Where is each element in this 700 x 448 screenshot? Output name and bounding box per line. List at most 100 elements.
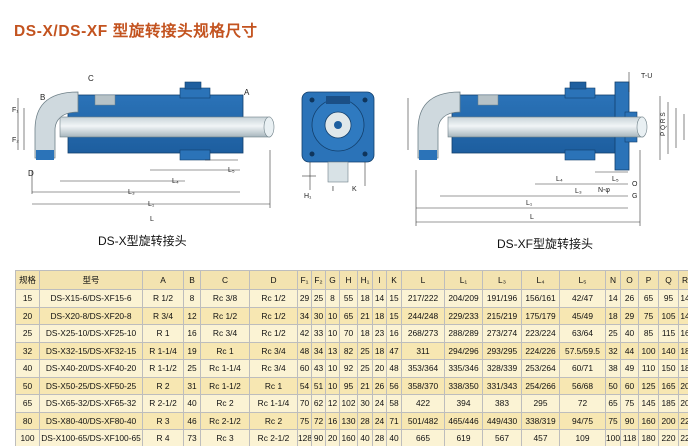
column-header: N bbox=[605, 270, 621, 290]
table-cell: Rc 1-1/4 bbox=[200, 359, 250, 378]
table-cell: 449/430 bbox=[482, 411, 522, 430]
table-cell: 18 bbox=[372, 341, 387, 360]
table-cell: 25 bbox=[357, 359, 373, 378]
table-cell: 223/224 bbox=[521, 324, 560, 343]
table-cell: 28 bbox=[372, 429, 387, 446]
table-cell: 55 bbox=[339, 289, 358, 308]
table-cell: 10 bbox=[325, 324, 340, 343]
table-cell: 38 bbox=[605, 359, 621, 378]
label-l: L bbox=[150, 216, 154, 223]
caption-ds-x: DS-X型旋转接头 bbox=[98, 234, 187, 248]
table-cell: 457 bbox=[521, 429, 560, 446]
table-cell: 358/370 bbox=[401, 376, 445, 395]
label-l1: L₁ bbox=[148, 201, 155, 208]
table-cell: 75 bbox=[638, 306, 659, 325]
table-cell: 110 bbox=[638, 359, 659, 378]
table-cell: 118 bbox=[620, 429, 639, 446]
table-cell: 33 bbox=[311, 324, 326, 343]
table-cell: DS-X50-25/DS-XF50-25 bbox=[39, 376, 143, 395]
spec-table-container: 规格型号ABCDF₁F₂GHH₁IKLL₁L₃L₄L₅NOPQRSTU 15DS… bbox=[15, 270, 688, 446]
label-b: B bbox=[40, 93, 45, 102]
table-cell: 30 bbox=[357, 394, 373, 413]
table-cell: 32 bbox=[15, 341, 40, 360]
label-l4: L₄ bbox=[172, 178, 179, 185]
table-cell: 156/161 bbox=[521, 289, 560, 308]
table-cell: 29 bbox=[620, 306, 639, 325]
table-cell: 18 bbox=[357, 324, 373, 343]
table-cell: 567 bbox=[482, 429, 522, 446]
table-cell: 15 bbox=[386, 306, 402, 325]
table-cell: 57.5/59.5 bbox=[559, 341, 606, 360]
table-header-row: 规格型号ABCDF₁F₂GHH₁IKLL₁L₃L₄L₅NOPQRSTU bbox=[15, 270, 688, 290]
table-cell: 22 bbox=[678, 411, 688, 430]
rotary-joint-technical-drawing: F₁ F₂ C B A D L L₁ L₃ L₄ L₅ H₁ I K bbox=[12, 72, 685, 226]
table-cell: Rc 3/8 bbox=[200, 289, 250, 308]
table-cell: R 4 bbox=[142, 429, 184, 446]
column-header: P bbox=[638, 270, 659, 290]
table-cell: Rc 1 bbox=[200, 341, 250, 360]
table-cell: 25 bbox=[183, 359, 201, 378]
table-cell: Rc 3/4 bbox=[249, 359, 298, 378]
table-cell: 22 bbox=[678, 429, 688, 446]
table-cell: 8 bbox=[325, 289, 340, 308]
label-f1: F₁ bbox=[12, 107, 19, 114]
column-header: F₂ bbox=[311, 270, 326, 290]
table-cell: 26 bbox=[620, 289, 639, 308]
label-xf-o: O bbox=[632, 181, 638, 188]
table-cell: Rc 1 bbox=[249, 376, 298, 395]
table-cell: 20 bbox=[678, 394, 688, 413]
table-cell: 100 bbox=[638, 341, 659, 360]
table-cell: 40 bbox=[357, 429, 373, 446]
table-cell: 10 bbox=[325, 359, 340, 378]
table-cell: 49 bbox=[620, 359, 639, 378]
table-cell: 10 bbox=[325, 306, 340, 325]
table-cell: 102 bbox=[339, 394, 358, 413]
table-cell: 40 bbox=[183, 394, 201, 413]
label-t-u: T-U bbox=[641, 73, 652, 80]
table-cell: 47 bbox=[386, 341, 402, 360]
table-cell: 94/75 bbox=[559, 411, 606, 430]
table-cell: 8 bbox=[183, 289, 201, 308]
column-header: O bbox=[620, 270, 639, 290]
table-cell: 26 bbox=[372, 376, 387, 395]
table-cell: 12 bbox=[325, 394, 340, 413]
table-cell: 65 bbox=[638, 289, 659, 308]
table-cell: 338/319 bbox=[521, 411, 560, 430]
table-cell: 25 bbox=[15, 324, 40, 343]
column-header: 型号 bbox=[39, 270, 143, 290]
table-cell: DS-X25-10/DS-XF25-10 bbox=[39, 324, 143, 343]
table-cell: 40 bbox=[15, 359, 40, 378]
table-cell: 13 bbox=[325, 341, 340, 360]
table-cell: 70 bbox=[339, 324, 358, 343]
table-cell: R 3/4 bbox=[142, 306, 184, 325]
table-cell: 90 bbox=[311, 429, 326, 446]
table-cell: 71 bbox=[386, 411, 402, 430]
table-cell: 244/248 bbox=[401, 306, 445, 325]
table-cell: 175/179 bbox=[521, 306, 560, 325]
table-cell: 56/68 bbox=[559, 376, 606, 395]
table-cell: 43 bbox=[311, 359, 326, 378]
table-cell: 32 bbox=[605, 341, 621, 360]
table-cell: 45/49 bbox=[559, 306, 606, 325]
label-xf-l: L bbox=[530, 214, 534, 221]
table-cell: 338/350 bbox=[444, 376, 483, 395]
table-cell: Rc 3 bbox=[200, 429, 250, 446]
table-cell: 42 bbox=[297, 324, 312, 343]
table-cell: 80 bbox=[15, 411, 40, 430]
table-cell: 75 bbox=[297, 411, 312, 430]
table-cell: DS-X80-40/DS-XF80-40 bbox=[39, 411, 143, 430]
column-header: D bbox=[249, 270, 298, 290]
table-cell: R 2 bbox=[142, 376, 184, 395]
table-cell: 19 bbox=[183, 341, 201, 360]
label-xf-g: G bbox=[632, 193, 637, 200]
column-header: L₃ bbox=[482, 270, 522, 290]
table-cell: 24 bbox=[372, 394, 387, 413]
table-cell: 383 bbox=[482, 394, 522, 413]
table-cell: 14 bbox=[678, 306, 688, 325]
column-header: F₁ bbox=[297, 270, 312, 290]
table-cell: Rc 1/2 bbox=[249, 324, 298, 343]
